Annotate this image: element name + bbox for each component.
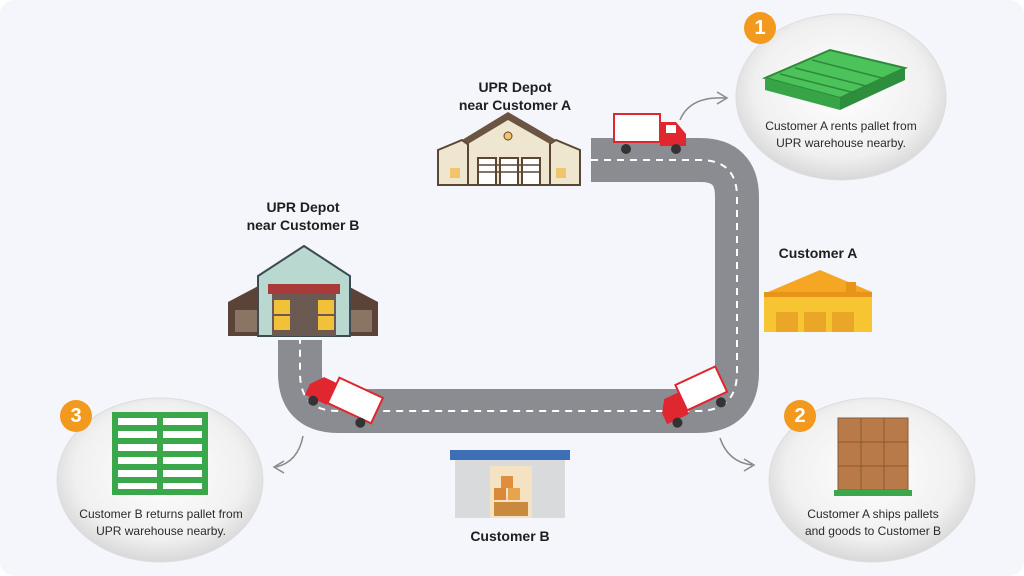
step-1-line1: Customer A rents pallet from: [765, 119, 917, 133]
arrow-to-step-2: [719, 437, 756, 472]
customer-b-building-icon: [450, 450, 570, 518]
step-3-badge: 3: [60, 400, 92, 432]
pallet-stack-icon: [112, 412, 208, 495]
depot-b-line1: UPR Depot: [266, 199, 340, 215]
arrow-to-step-1: [679, 91, 729, 121]
customer-a-label: Customer A: [778, 245, 858, 261]
step-2-caption: Customer A ships pallets and goods to Cu…: [780, 506, 966, 540]
step-1-line2: UPR warehouse nearby.: [776, 136, 906, 150]
step-1-badge: 1: [744, 12, 776, 44]
depot-a-warehouse-icon: [437, 112, 581, 186]
depot-b-label: UPR Depot near Customer B: [228, 198, 378, 234]
step-3-caption: Customer B returns pallet from UPR wareh…: [64, 506, 258, 540]
green-pallet-icon: [761, 48, 909, 110]
arrow-to-step-3: [272, 435, 304, 474]
depot-b-line2: near Customer B: [246, 217, 360, 233]
step-1-caption: Customer A rents pallet from UPR warehou…: [748, 118, 934, 152]
customer-a-building-icon: [764, 270, 872, 332]
depot-a-line1: UPR Depot: [478, 79, 552, 95]
customer-b-label: Customer B: [470, 528, 550, 544]
truck-left: [304, 376, 385, 428]
step-2-badge: 2: [784, 400, 816, 432]
step-3-line1: Customer B returns pallet from: [79, 507, 243, 521]
depot-b-warehouse-icon: [228, 244, 378, 337]
stacked-boxes-icon: [834, 417, 912, 496]
step-2-line1: Customer A ships pallets: [807, 507, 939, 521]
step-2-line2: and goods to Customer B: [804, 524, 942, 538]
truck-top: [613, 113, 686, 154]
road: [278, 138, 759, 433]
step-3-line2: UPR warehouse nearby.: [96, 524, 226, 538]
depot-a-line2: near Customer A: [458, 97, 572, 113]
truck-right: [662, 365, 729, 428]
depot-a-label: UPR Depot near Customer A: [440, 78, 590, 114]
